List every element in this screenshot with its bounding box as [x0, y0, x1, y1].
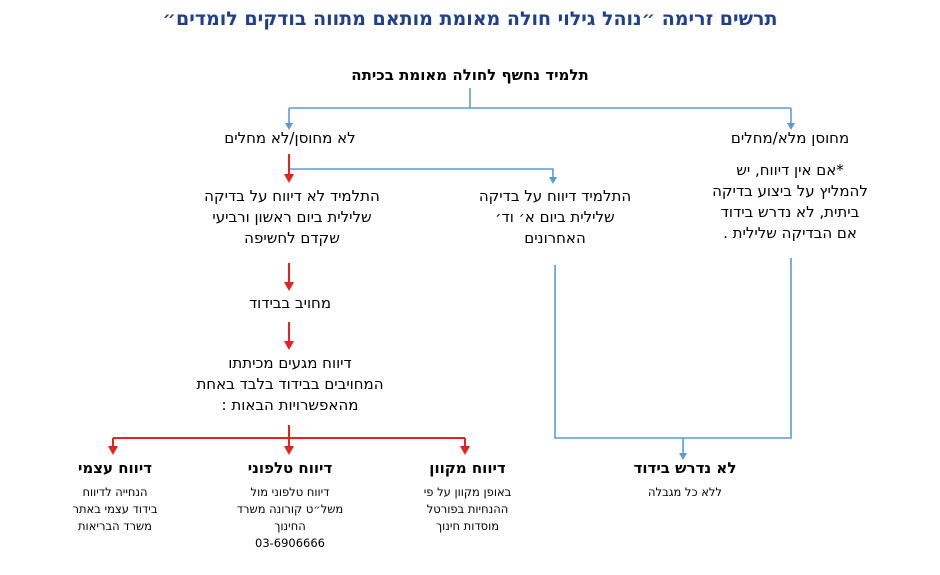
outcome-online-detail: באופן מקוון על פי ההנחיות בפורטל מוסדות … — [423, 485, 512, 533]
outcome-no-isolation-detail: ללא כל מגבלה — [648, 485, 722, 499]
node-vaccinated-note: *אם אין דיווח, יש להמליץ על ביצוע בדיקה … — [712, 161, 868, 242]
outcome-phone-detail: דיווח טלפוני מול משל״ט קורונה משרד החינו… — [236, 485, 344, 550]
outcome-no-isolation-title: לא נדרש בידוד — [633, 459, 737, 477]
arrow-to-reported — [289, 168, 554, 178]
outcome-self-detail: הנחייה לדיווח בידוד עצמי באתר משרד הבריא… — [72, 485, 158, 533]
root-node: תלמיד נחשף לחולה מאומת בכיתה — [351, 66, 589, 84]
connector-vaccinated-down — [683, 258, 792, 439]
page-title: תרשים זרימה ״נוהל גילוי חולה מאומת מותאם… — [162, 8, 778, 30]
outcome-phone-title: דיווח טלפוני — [247, 459, 333, 477]
connector-reported-down — [554, 265, 683, 439]
node-no-report: התלמיד לא דיווח על בדיקה שלילית ביום ראש… — [204, 187, 380, 247]
node-reported: התלמיד דיווח על בדיקה שלילית ביום א׳ וד׳… — [478, 187, 632, 247]
node-unvaccinated: לא מחוסן/לא מחלים — [224, 129, 356, 147]
outcome-online-title: דיווח מקוון — [429, 459, 506, 477]
outcome-self-title: דיווח עצמי — [77, 459, 153, 477]
node-report-instruction: דיווח מגעים מכיתתו המחויבים בבידוד בלבד … — [196, 354, 384, 414]
node-must-isolate: מחויב בבידוד — [248, 294, 332, 312]
node-vaccinated: מחוסן מלא/מחלים — [730, 129, 850, 147]
